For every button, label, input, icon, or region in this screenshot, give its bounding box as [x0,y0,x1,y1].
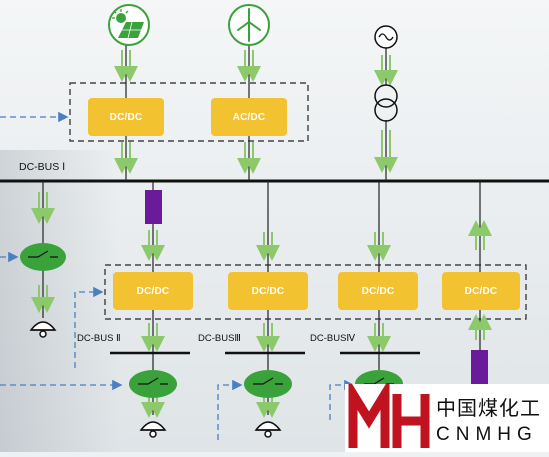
lamp-icon [139,421,167,438]
storage-block-1 [145,190,162,224]
breaker-bus2 [129,370,177,398]
dc-dc-converter-bus2: DC/DC [113,272,193,310]
logo-watermark [345,378,549,452]
ac-dc-converter-wind: AC/DC [211,98,287,136]
logo-english-text: CNMHG [436,424,538,445]
lamp-icon [29,321,57,338]
lamp-icon [254,421,282,438]
bus-label-main: DC-BUS Ⅰ [19,161,66,173]
solar-panel-icon [108,4,150,46]
lower-converter-group [104,264,527,320]
wind-turbine-icon [228,4,270,46]
ac-source-icon [374,25,398,49]
breaker-left [20,243,66,271]
dc-dc-converter-bus3: DC/DC [228,272,308,310]
breaker-bus3 [244,370,292,398]
logo-chinese-text: 中国煤化工 [436,396,541,420]
transformer-icon [374,84,398,122]
top-converter-group [69,82,309,142]
dc-dc-converter-storage: DC/DC [442,272,520,310]
cnmhg-logo-icon [348,378,430,448]
background-shade [0,150,120,452]
bus-label-3: DC-BUSⅢ [198,333,241,344]
bus-label-2: DC-BUS Ⅱ [77,333,121,344]
bus-label-4: DC-BUSⅣ [310,333,356,344]
dc-dc-converter-bus4: DC/DC [338,272,418,310]
storage-block-2 [471,350,488,384]
dc-dc-converter-pv: DC/DC [88,98,164,136]
